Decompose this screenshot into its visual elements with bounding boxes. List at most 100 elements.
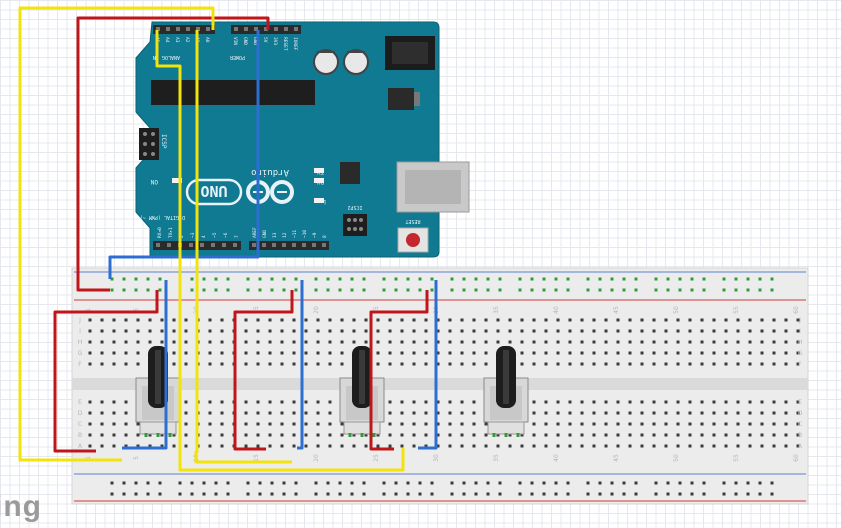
wire-pot2-gnd[interactable]: [297, 280, 304, 450]
potentiometer-shaft: [359, 350, 365, 404]
reset-label: RESET: [405, 218, 420, 224]
breadboard-row-letter: E: [78, 399, 82, 406]
breadboard: 1155101015152020252530303535404045455050…: [71, 267, 809, 505]
power-pin-label: 5V: [262, 37, 268, 43]
reset-button-cap[interactable]: [406, 233, 420, 247]
breadboard-column-number: 50: [673, 306, 680, 314]
breadboard-column-number: 1: [85, 308, 92, 312]
digital-pin-label: ~3: [190, 232, 196, 238]
potentiometer-pin: [372, 433, 376, 437]
breadboard-column-number: 15: [253, 306, 260, 314]
power-pin-label: VIN: [232, 37, 238, 45]
potentiometer-pin: [144, 433, 148, 437]
wire-pot3-gnd[interactable]: [418, 280, 438, 450]
pot-2[interactable]: [339, 346, 385, 437]
breadboard-row-letter: E: [798, 399, 802, 406]
breadboard-row-letter: I: [79, 328, 81, 335]
breadboard-column-number: 35: [493, 454, 500, 462]
potentiometer-pin: [516, 433, 520, 437]
led-l-label: L: [322, 198, 326, 205]
power-pin-label: 3V3: [272, 37, 278, 45]
breadboard-column-number: 25: [373, 306, 380, 314]
breadboard-column-number: 30: [433, 454, 440, 462]
breadboard-column-number: 20: [313, 306, 320, 314]
potentiometers: [135, 346, 529, 437]
breadboard-column-number: 55: [733, 306, 740, 314]
analog-pin-label: A0: [204, 37, 210, 43]
analog-header-title: ANALOG IN: [153, 54, 180, 60]
icsp2-label: ICSP2: [347, 204, 362, 210]
breadboard-row-letter: B: [798, 432, 802, 439]
pot-1[interactable]: [135, 346, 181, 437]
breadboard-column-number: 20: [313, 454, 320, 462]
breadboard-column-number: 40: [553, 454, 560, 462]
arduino-logo: UNO Arduino: [185, 167, 294, 206]
breadboard-holes: [88, 318, 800, 448]
breadboard-column-number: 5: [133, 308, 140, 312]
breadboard-column-number: 45: [613, 454, 620, 462]
digital-pin-label: 7: [234, 235, 240, 238]
led-rx-label: RX: [316, 178, 324, 185]
capacitor-2: [343, 49, 369, 75]
digital-pin-label: 2: [179, 235, 185, 238]
usb-chip: [340, 162, 360, 184]
breadboard-column-number: 55: [733, 454, 740, 462]
analog-pin-label: A3: [174, 37, 180, 43]
wire-signal-a1[interactable]: [194, 30, 292, 464]
wire-pot3-vcc[interactable]: [369, 290, 429, 451]
led-l: [314, 198, 324, 203]
digital-pin-label: ~6: [223, 232, 229, 238]
digital-header-high: [249, 241, 329, 250]
wire-pot2-vcc[interactable]: [233, 290, 294, 451]
analog-header: [153, 25, 215, 34]
power-pin-label: GND: [242, 37, 248, 45]
breadboard-column-number: 50: [673, 454, 680, 462]
digital-pin-label: ~10: [302, 230, 308, 238]
wire-gnd[interactable]: [108, 30, 260, 279]
led-tx: [314, 168, 324, 173]
breadboard-row-letter: D: [798, 410, 803, 417]
icsp-label: ICSP: [160, 134, 167, 149]
wire-signal-a2[interactable]: [155, 30, 405, 472]
breadboard-row-letter: A: [798, 443, 803, 450]
breadboard-row-letter: J: [78, 317, 81, 324]
potentiometer-pin: [348, 433, 352, 437]
capacitor-1: [313, 49, 339, 75]
digital-pin-label: TX▸1: [168, 227, 174, 238]
digital-pin-label: 12: [282, 232, 288, 238]
wire-signal-a0[interactable]: [18, 6, 215, 462]
icsp2-header: [343, 214, 367, 236]
power-pin-label: GND: [252, 37, 258, 45]
potentiometer-shaft: [155, 350, 161, 404]
digital-pin-label: 4: [201, 235, 207, 238]
breadboard-column-number: 45: [613, 306, 620, 314]
digital-pin-label: ~11: [292, 230, 298, 238]
wire-pot1-gnd[interactable]: [122, 280, 168, 450]
potentiometer-shaft: [503, 350, 509, 404]
breadboard-column-number: 60: [793, 454, 800, 462]
power-pin-label: RESET: [282, 37, 288, 51]
icsp-header: [139, 128, 159, 160]
pot-3[interactable]: [483, 346, 529, 437]
reset-button[interactable]: [397, 227, 429, 253]
breadboard-column-number: 5: [133, 456, 140, 460]
breadboard-column-number: 40: [553, 306, 560, 314]
wire-5v[interactable]: [76, 16, 270, 292]
led-on-label: ON: [150, 178, 158, 185]
breadboard-row-letter: J: [798, 317, 801, 324]
digital-pin-label: AREF: [252, 227, 258, 238]
breadboard-column-number: 1: [85, 456, 92, 460]
potentiometer-pin: [360, 433, 364, 437]
breadboard-column-number: 35: [493, 306, 500, 314]
breadboard-row-letter: G: [78, 350, 83, 357]
digital-pin-label: RX◂0: [157, 227, 163, 238]
breadboard-row-letter: A: [78, 443, 83, 450]
potentiometer-pin: [168, 433, 172, 437]
digital-pin-label: 8: [322, 235, 328, 238]
wire-pot1-vcc[interactable]: [53, 290, 159, 453]
breadboard-row-letter: H: [798, 339, 803, 346]
breadboard-row-letter: H: [78, 339, 83, 346]
digital-pin-label: 13: [272, 232, 278, 238]
